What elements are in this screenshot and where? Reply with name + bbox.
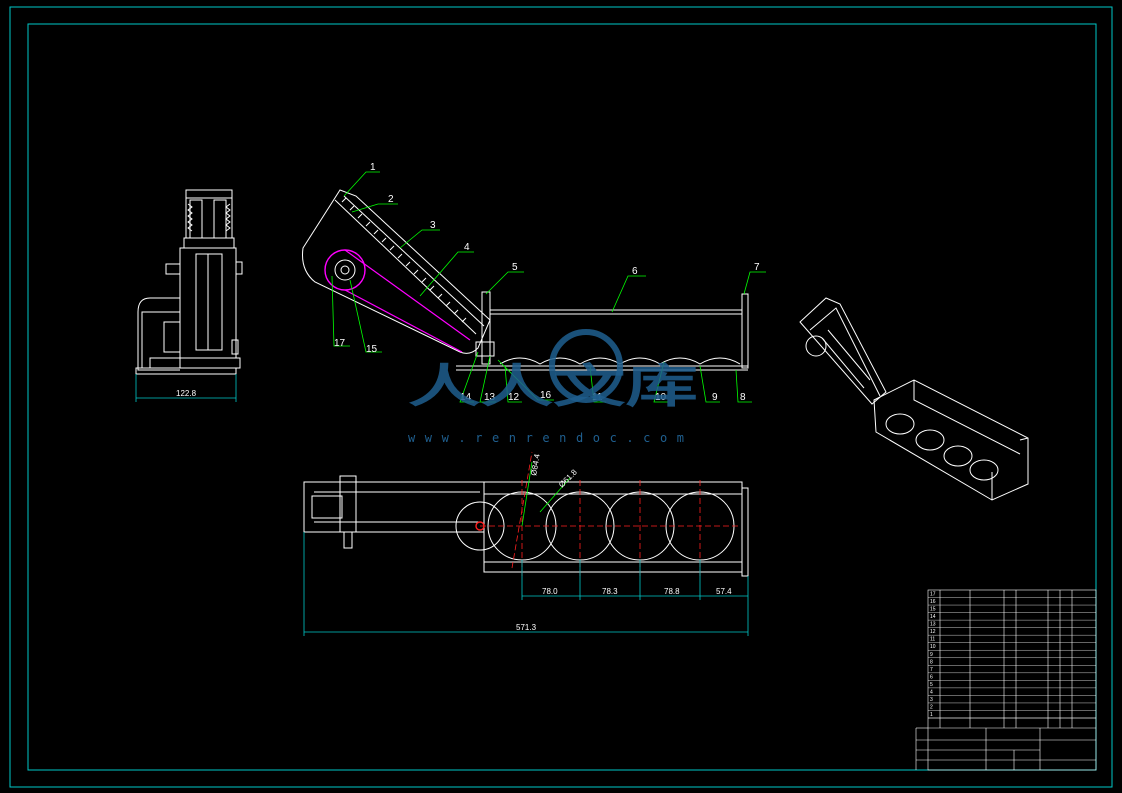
title-block-row-number: 15: [930, 607, 936, 613]
title-block-row-number: 14: [930, 614, 936, 620]
part-label-2: 2: [388, 194, 394, 205]
title-block-row-number: 6: [930, 674, 933, 680]
title-block-row-number: 4: [930, 689, 933, 695]
side-width-dimension: [135, 374, 237, 402]
side-width-label: 122.8: [176, 389, 197, 398]
part-label-17: 17: [334, 338, 346, 349]
title-block-row-number: 12: [930, 629, 936, 635]
part-label-8: 8: [740, 392, 746, 403]
watermark: 人人文库 www.renrendoc.com: [408, 329, 698, 445]
title-block-row-number: 8: [930, 659, 933, 665]
diameter-leaders: [521, 461, 571, 527]
watermark-url: www.renrendoc.com: [408, 431, 690, 445]
pitch-label-4: 57.4: [716, 587, 732, 596]
title-block-row-number: 17: [930, 592, 936, 598]
part-label-6: 6: [632, 266, 638, 277]
title-block-row-number: 1: [930, 712, 933, 718]
title-block-row-number: 2: [930, 704, 933, 710]
drive-axis-marker: [475, 521, 485, 531]
pitch-label-2: 78.3: [602, 587, 618, 596]
front-view: [302, 189, 749, 371]
diameter-label-2: Ø61.8: [557, 467, 579, 489]
title-block-row-number: 13: [930, 622, 936, 628]
title-block-row-number: 10: [930, 644, 936, 650]
part-label-12: 12: [508, 392, 520, 403]
part-label-7: 7: [754, 262, 760, 273]
title-block-row-number: 11: [930, 637, 935, 643]
title-block-row-number: 3: [930, 697, 933, 703]
diameter-label-1: Ø84.4: [529, 453, 542, 477]
part-label-3: 3: [430, 220, 436, 231]
pitch-label-3: 78.8: [664, 587, 680, 596]
part-label-5: 5: [512, 262, 518, 273]
pitch-label-1: 78.0: [542, 587, 558, 596]
part-label-16: 16: [540, 390, 552, 401]
watermark-brand: 人人文库: [408, 359, 698, 413]
top-view: [303, 475, 749, 577]
part-label-10: 10: [655, 392, 667, 403]
title-block-row-number: 5: [930, 682, 933, 688]
title-block-row-number: 7: [930, 667, 933, 673]
part-leaders: [331, 171, 766, 403]
drive-sprocket: [324, 249, 471, 353]
part-label-13: 13: [484, 392, 496, 403]
pitch-dimensions: [303, 532, 749, 636]
isometric-view: [799, 297, 1029, 501]
outer-border: [9, 6, 1113, 788]
part-label-15: 15: [366, 344, 378, 355]
part-label-4: 4: [464, 242, 470, 253]
part-label-9: 9: [712, 392, 718, 403]
top-view-centerlines: [480, 451, 740, 576]
title-block-row-number: 16: [930, 599, 936, 605]
watermark-logo-ring: [549, 329, 623, 403]
overall-length-label: 571.3: [516, 623, 537, 632]
title-block: [915, 589, 1097, 771]
part-label-14: 14: [460, 392, 472, 403]
title-block-row-number: 9: [930, 652, 933, 658]
side-view: [135, 189, 243, 375]
part-label-1: 1: [370, 162, 376, 173]
inner-frame: [27, 23, 1097, 771]
